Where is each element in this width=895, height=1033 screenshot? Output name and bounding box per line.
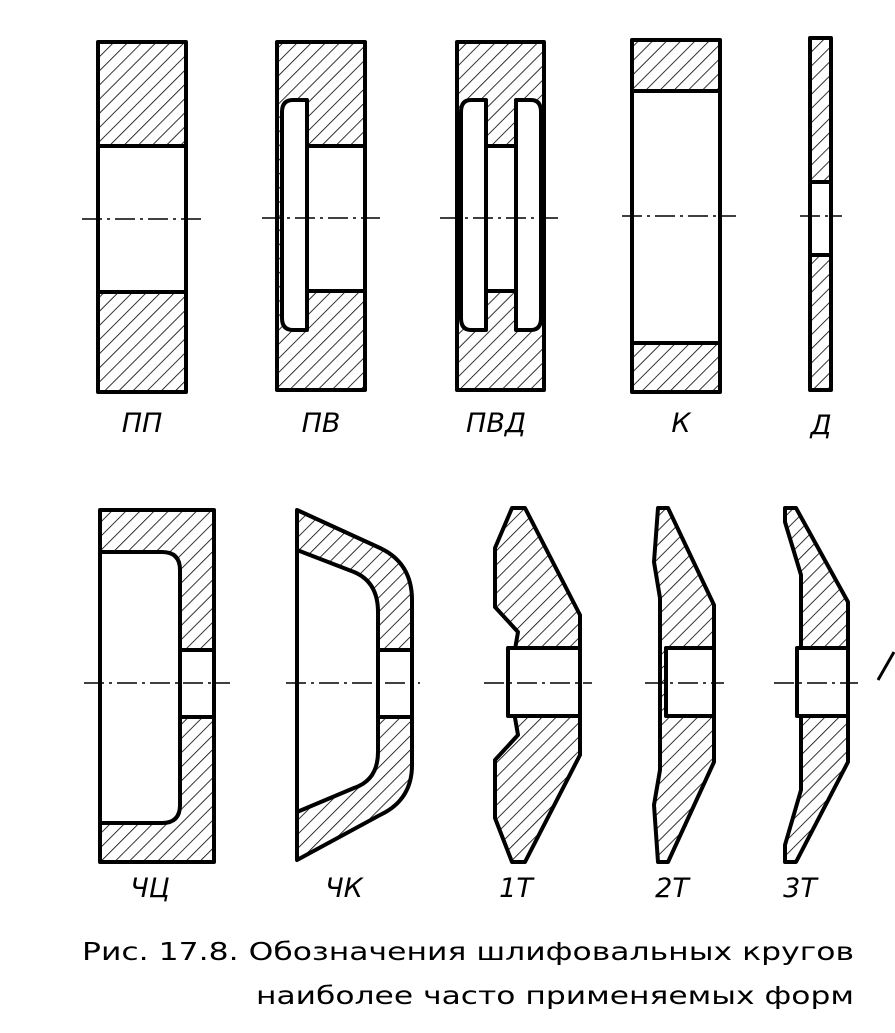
wheel-chts [84,508,230,864]
label-d: Д [809,410,831,441]
wheel-pp [82,40,202,394]
label-pv: ПВ [302,408,341,439]
label-chts: ЧЦ [130,873,169,904]
label-3t: 3Т [783,873,819,904]
label-1t: 1Т [499,873,535,904]
caption-line-2: наиболее часто применяемых форм [256,981,854,1010]
caption-line-1: Рис. 17.8. Обозначения шлифовальных круг… [82,937,854,966]
edge-mark [876,651,895,681]
wheel-1t [484,506,592,864]
wheel-pvd [440,40,558,392]
label-pp: ПП [122,408,163,439]
wheel-d [800,36,842,392]
label-k: К [671,408,692,439]
wheel-k [622,38,736,394]
wheel-chk [286,508,420,862]
wheel-pv [262,40,380,392]
label-pvd: ПВД [466,408,526,439]
label-chk: ЧК [325,873,365,904]
label-2t: 2Т [655,873,691,904]
wheel-3t [774,506,858,864]
wheel-2t [645,506,724,864]
